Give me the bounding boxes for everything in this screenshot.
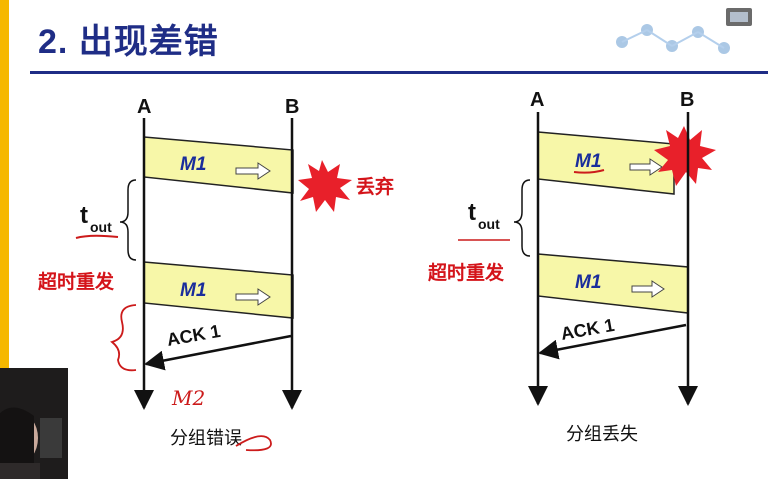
ack-arrow (538, 323, 687, 360)
node-b-label: B (285, 96, 299, 118)
node-b-label: B (680, 89, 694, 111)
caption-left: 分组错误 (170, 428, 242, 449)
right-arrow-icon (629, 158, 663, 176)
node-a-label: A (137, 96, 151, 118)
timeout-brace (513, 179, 531, 257)
pen-annotation: M2 (171, 386, 205, 410)
ack-arrow (144, 334, 292, 371)
right-arrow-icon (235, 162, 271, 180)
frame-m1-retransmit-label: M1 (575, 272, 601, 293)
right-arrow-icon (235, 288, 271, 306)
explosion-icon (654, 126, 716, 186)
timeout-label: t (468, 199, 476, 226)
right-arrow-icon (631, 280, 665, 298)
frame-m1-label: M1 (180, 154, 206, 175)
pen-bracket (110, 304, 137, 372)
timeout-subscript: out (478, 216, 500, 232)
discard-label: 丢弃 (356, 175, 394, 198)
retransmit-label: 超时重发 (37, 270, 115, 293)
frame-m1-retransmit-label: M1 (180, 280, 206, 301)
pen-underline (573, 169, 605, 174)
frame-m1-label: M1 (575, 151, 601, 172)
timeout-label: t (80, 202, 88, 229)
caption-right: 分组丢失 (566, 424, 638, 445)
webcam-overlay (0, 368, 68, 479)
network-logo-icon (616, 8, 752, 54)
node-a-label: A (530, 89, 544, 111)
pen-underline (235, 435, 272, 452)
explosion-icon (298, 160, 352, 212)
frame-m1-retransmit (537, 253, 689, 314)
title-rule (30, 71, 768, 74)
timeout-brace (119, 179, 137, 261)
slide-title: 2. 出现差错 (38, 23, 219, 61)
accent-bar (0, 0, 9, 479)
timeout-subscript: out (90, 219, 112, 235)
pen-underline (75, 234, 119, 239)
retransmit-label: 超时重发 (427, 261, 505, 284)
